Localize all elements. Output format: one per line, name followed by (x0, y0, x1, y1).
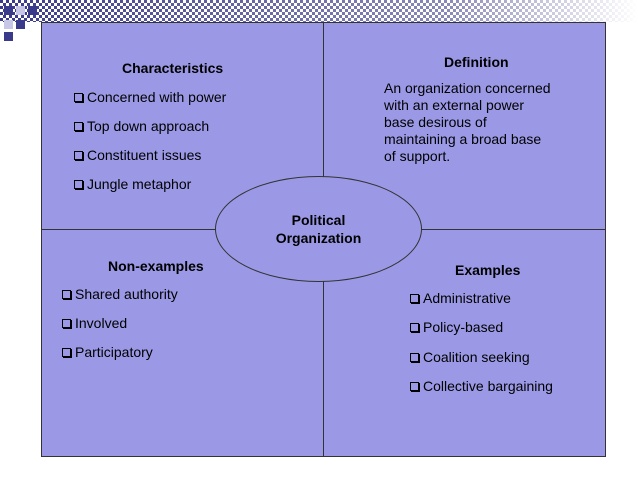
checkbox-bullet-icon (410, 322, 419, 332)
non-examples-item: Involved (62, 315, 127, 331)
checkbox-bullet-icon (74, 92, 83, 102)
examples-item: Collective bargaining (410, 378, 553, 394)
non-examples-item: Participatory (62, 344, 153, 360)
decorative-corner-blocks (4, 6, 37, 41)
checkbox-bullet-icon (62, 347, 71, 357)
examples-heading: Examples (455, 262, 521, 278)
characteristics-item-label: Concerned with power (87, 89, 227, 105)
center-title-line2: Organization (275, 230, 362, 246)
decorative-checker-strip (0, 0, 638, 22)
characteristics-heading: Characteristics (122, 60, 224, 76)
checkbox-bullet-icon (74, 121, 83, 131)
examples-item: Coalition seeking (410, 349, 530, 365)
non-examples-item-label: Involved (75, 315, 128, 331)
characteristics-item: Concerned with power (74, 89, 226, 105)
definition-line: with an external power (384, 97, 525, 113)
definition-line: maintaining a broad base (384, 131, 542, 147)
non-examples-item-label: Shared authority (75, 286, 178, 302)
examples-item-label: Coalition seeking (423, 349, 530, 365)
examples-item: Administrative (410, 290, 511, 306)
definition-line: An organization concerned (384, 80, 551, 96)
checkbox-bullet-icon (410, 381, 419, 391)
definition-heading: Definition (444, 54, 509, 70)
examples-item-label: Collective bargaining (423, 378, 553, 394)
examples-item-label: Administrative (423, 290, 511, 306)
checkbox-bullet-icon (410, 352, 419, 362)
checkbox-bullet-icon (62, 318, 71, 328)
non-examples-item-label: Participatory (75, 344, 153, 360)
center-title-line1: Political (291, 212, 346, 228)
non-examples-item: Shared authority (62, 286, 178, 302)
examples-item-label: Policy-based (423, 319, 504, 335)
characteristics-item: Constituent issues (74, 147, 201, 163)
characteristics-item-label: Constituent issues (87, 147, 202, 163)
characteristics-item: Jungle metaphor (74, 176, 191, 192)
examples-item: Policy-based (410, 319, 503, 335)
non-examples-heading: Non-examples (108, 258, 204, 274)
center-concept-ellipse: Political Organization (215, 176, 422, 282)
characteristics-item: Top down approach (74, 118, 209, 134)
checkbox-bullet-icon (74, 179, 83, 189)
checkbox-bullet-icon (410, 293, 419, 303)
checkbox-bullet-icon (62, 289, 71, 299)
definition-line: base desirous of (384, 114, 487, 130)
definition-line: of support. (384, 148, 451, 164)
characteristics-item-label: Jungle metaphor (87, 176, 192, 192)
checkbox-bullet-icon (74, 150, 83, 160)
definition-text: An organization concerned with an extern… (384, 80, 584, 165)
characteristics-item-label: Top down approach (87, 118, 210, 134)
